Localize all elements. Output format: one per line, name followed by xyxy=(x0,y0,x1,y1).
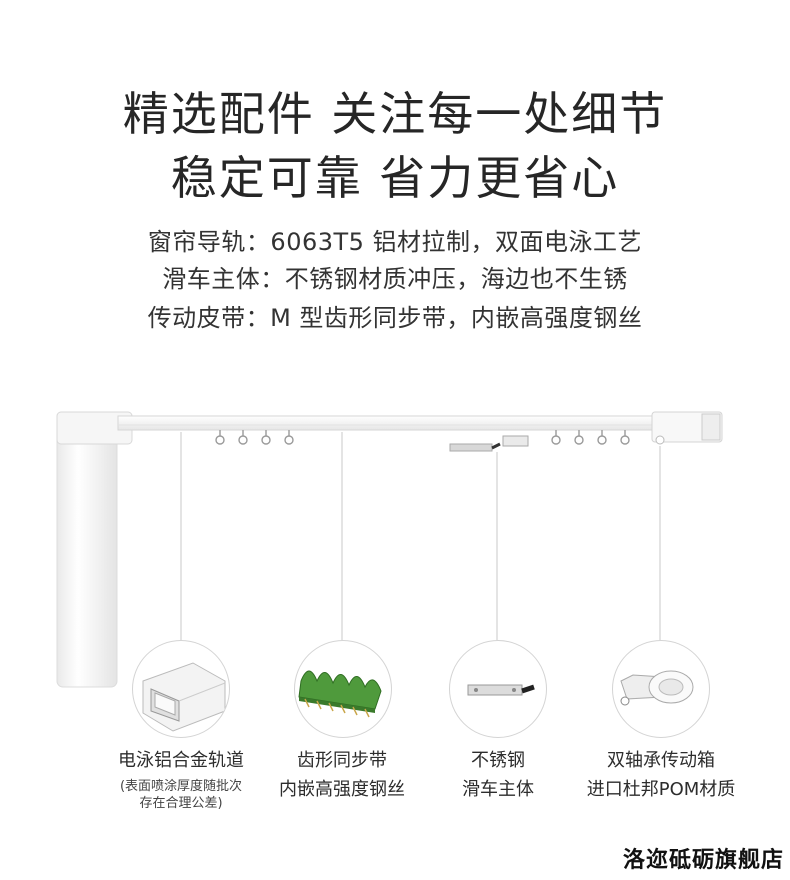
end-gearbox xyxy=(651,411,723,445)
slider-icon xyxy=(467,684,535,696)
caption-gearbox-label: 双轴承传动箱 xyxy=(607,750,715,771)
caption-slider: 不锈钢 滑车主体 xyxy=(398,746,598,804)
caption-rail-note: (表面喷涂厚度随批次 存在合理公差) xyxy=(81,778,281,812)
note-line-1: (表面喷涂厚度随批次 xyxy=(119,779,243,794)
caption-belt-label: 齿形同步带 xyxy=(297,750,387,771)
caption-rail: 电泳铝合金轨道 (表面喷涂厚度随批次 存在合理公差) xyxy=(81,746,281,812)
gearbox-icon xyxy=(620,670,694,706)
aluminum-profile-icon xyxy=(142,662,226,732)
motor-unit xyxy=(56,411,133,688)
caption-gearbox-label2: 进口杜邦POM材质 xyxy=(586,779,736,800)
slider-circle xyxy=(449,640,547,738)
caption-belt-label2: 内嵌高强度钢丝 xyxy=(279,779,405,800)
caption-rail-label: 电泳铝合金轨道 xyxy=(118,750,244,771)
caption-belt: 齿形同步带 内嵌高强度钢丝 xyxy=(242,746,442,804)
caption-slider-label: 不锈钢 xyxy=(471,750,525,771)
headline-line-2: 稳定可靠 省力更省心 xyxy=(170,151,620,205)
store-name: 洛迩砥砺旗舰店 xyxy=(622,848,784,873)
leader-lines xyxy=(180,432,661,640)
rail-profile-circle xyxy=(132,640,230,738)
master-carrier xyxy=(449,435,529,452)
spec-rail: 窗帘导轨：6063T5 铝材拉制，双面电泳工艺 xyxy=(147,228,643,256)
gearbox-circle xyxy=(612,640,710,738)
hooks-right xyxy=(551,430,630,445)
timing-belt-icon xyxy=(298,670,382,718)
caption-gearbox: 双轴承传动箱 进口杜邦POM材质 xyxy=(561,746,761,804)
spec-slider: 滑车主体：不锈钢材质冲压，海边也不生锈 xyxy=(162,265,628,293)
caption-slider-label2: 滑车主体 xyxy=(462,779,534,800)
hooks-left xyxy=(215,430,294,445)
spec-belt: 传动皮带：M 型齿形同步带，内嵌高强度钢丝 xyxy=(147,304,643,332)
headline-line-1: 精选配件 关注每一处细节 xyxy=(122,87,668,141)
note-line-2: 存在合理公差) xyxy=(139,796,223,811)
aluminum-rail xyxy=(117,415,719,431)
belt-circle xyxy=(294,640,392,738)
